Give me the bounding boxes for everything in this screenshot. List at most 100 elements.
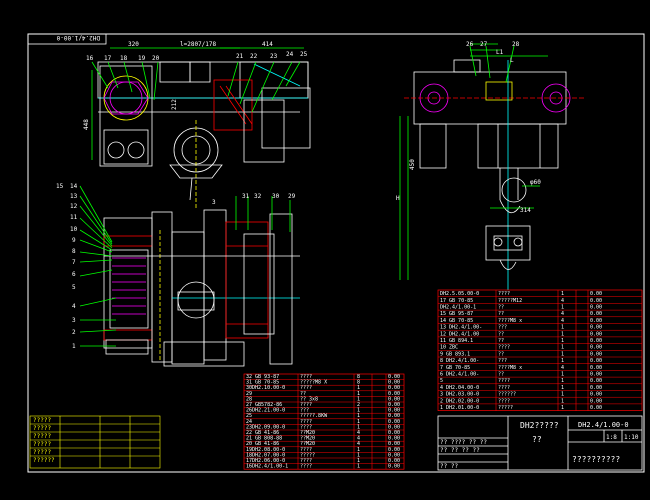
callout-20: 20 <box>152 55 160 62</box>
bom-cell-qty: 1 <box>561 305 564 311</box>
bom-cell-code: DH2.5.05.00-0 <box>440 291 479 297</box>
dim-L1: L1 <box>496 49 504 56</box>
callout-11: 11 <box>70 214 78 221</box>
bom-cell-name: ??M20 <box>300 436 315 442</box>
bom-cell-w: 0.00 <box>590 291 602 297</box>
bom-cell-qty: 4 <box>357 436 360 442</box>
bom-cell-name: ?? <box>498 305 504 311</box>
bom-cell-name: ?????M12 <box>498 298 522 304</box>
front-view-labels: 16 17 18 19 20 21 22 23 24 25 320 l=2807… <box>83 41 308 130</box>
bom-cell-qty: 1 <box>357 396 360 402</box>
bom-cell-w: 0.00 <box>388 408 400 414</box>
sig-row-2: ?? ?? ?? ?? <box>440 447 480 454</box>
bom-cell-name: ?? <box>300 391 306 397</box>
callout-19: 19 <box>138 55 146 62</box>
bom-cell-qty: 1 <box>561 378 564 384</box>
callout-4: 4 <box>72 303 76 310</box>
bom-cell-code: 30DH2.10.00-0 <box>246 385 285 391</box>
dim-phi60: φ60 <box>530 179 541 186</box>
bom-cell-w: 0.00 <box>388 441 400 447</box>
bom-cell-w: 0.00 <box>590 378 602 384</box>
bom-cell-w: 0.00 <box>590 392 602 398</box>
callout-29: 29 <box>288 193 296 200</box>
callout-12: 12 <box>70 203 78 210</box>
bom-cell-w: 0.00 <box>388 430 400 436</box>
bom-cell-w: 0.00 <box>388 402 400 408</box>
title-name: DH2????? <box>520 421 559 430</box>
dim-2807: l=2807/178 <box>180 41 217 48</box>
bom-cell-qty: 4 <box>561 318 564 324</box>
callout-14: 14 <box>70 183 78 190</box>
bom-cell-code: 27 GB5782-86 <box>246 402 282 408</box>
bom-cell-qty: 1 <box>561 325 564 331</box>
bom-cell-name: ????M8 x <box>498 318 522 324</box>
bom-cell-w: 0.00 <box>590 298 602 304</box>
bom-cell-code: 9 GB 893.1 <box>440 351 470 357</box>
front-view <box>91 47 311 210</box>
bom-cell-qty: 1 <box>561 351 564 357</box>
bom-cell-qty: 1 <box>357 419 360 425</box>
bom-cell-name: ???? <box>300 458 312 464</box>
bom-cell-w: 0.00 <box>590 338 602 344</box>
bom-cell-qty: 1 <box>357 447 360 453</box>
callout-23: 23 <box>270 53 278 60</box>
bom-cell-name: ???? <box>300 419 312 425</box>
dim-314: 314 <box>520 207 531 214</box>
callout-10: 10 <box>70 226 78 233</box>
note-2: ????? <box>33 425 51 432</box>
bom-cell-code: 32 GB 93-87 <box>246 374 279 380</box>
note-4: ????? <box>33 441 51 448</box>
bom-cell-code: 10 ZBC <box>440 345 458 351</box>
bom-cell-code: 23DH2.09.00-0 <box>246 424 285 430</box>
bom-cell-qty: 1 <box>357 464 360 470</box>
bom-cell-w: 0.00 <box>590 398 602 404</box>
plan-view <box>79 185 300 367</box>
callout-7: 7 <box>72 259 76 266</box>
bom-cell-w: 0.00 <box>590 345 602 351</box>
bom-cell-name: ?? <box>498 331 504 337</box>
note-6: ?????? <box>33 457 55 464</box>
bom-cell-name: ???? <box>498 398 510 404</box>
bom-cell-code: 2 DH2.02.00-0 <box>440 398 479 404</box>
callout-27: 27 <box>480 41 488 48</box>
bom-cell-name: ???? <box>498 291 510 297</box>
callout-9: 9 <box>72 237 76 244</box>
bom-cell-w: 0.00 <box>590 318 602 324</box>
bom-cell-name: ???? <box>498 378 510 384</box>
bom-cell-name: ???? <box>300 402 312 408</box>
bom-cell-w: 0.00 <box>388 458 400 464</box>
callout-3: 3 <box>72 317 76 324</box>
bom-cell-qty: 1 <box>561 372 564 378</box>
bom-cell-code: 12 DH2.4/1.00 <box>440 331 479 337</box>
bom-cell-w: 0.00 <box>388 419 400 425</box>
callout-6: 6 <box>72 271 76 278</box>
callout-22: 22 <box>250 53 258 60</box>
bom-cell-qty: 1 <box>357 458 360 464</box>
bom-cell-w: 0.00 <box>388 424 400 430</box>
bom-cell-qty: 1 <box>561 398 564 404</box>
bom-cell-w: 0.00 <box>590 358 602 364</box>
sig-row-1: ?? ???? ?? ?? <box>440 439 487 446</box>
bom-cell-name: ?? <box>498 372 504 378</box>
bom-cell-code: 21 GB 808-88 <box>246 436 282 442</box>
callout-17: 17 <box>104 55 112 62</box>
frame-code: DH2.4/1.00-0 <box>56 34 100 41</box>
bom-cell-code: 13 DH2.4/1.00- <box>440 325 482 331</box>
bom-cell-name: ???? <box>300 424 312 430</box>
bom-cell-qty: 8 <box>357 380 360 386</box>
callout-26: 26 <box>466 41 474 48</box>
bom-cell-w: 0.00 <box>590 351 602 357</box>
bom-cell-code: 1 DH2.01.00-0 <box>440 405 479 411</box>
bom-cell-code: 20 GB 41-86 <box>246 441 279 447</box>
bom-cell-code: 14 GB 70-85 <box>440 318 473 324</box>
callout-24: 24 <box>286 51 294 58</box>
bom-cell-w: 0.00 <box>388 374 400 380</box>
title-scale: 1:8 <box>606 434 617 441</box>
callout-21: 21 <box>236 53 244 60</box>
bom-cell-name: ??? <box>300 408 309 414</box>
bom-cell-qty: 1 <box>357 385 360 391</box>
title-block <box>437 415 643 471</box>
